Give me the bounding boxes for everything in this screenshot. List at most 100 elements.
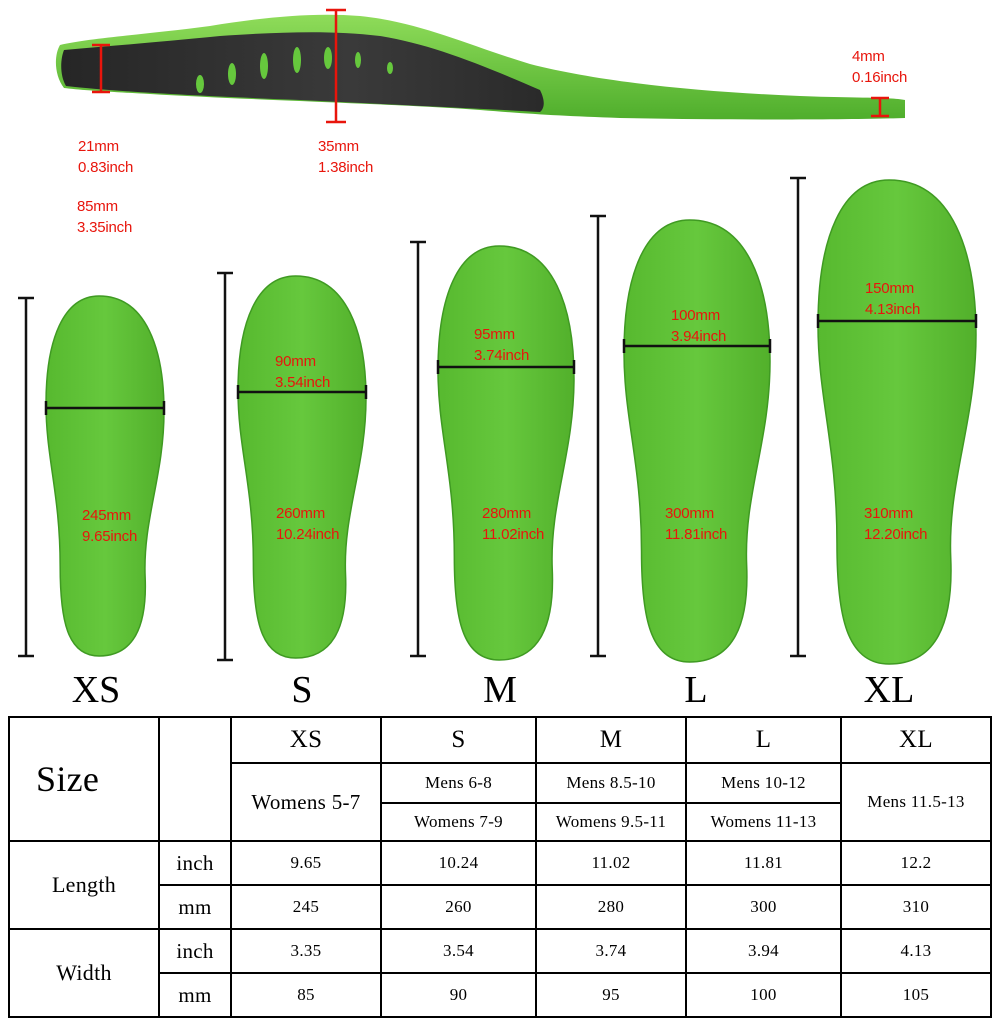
xs-length-label: 245mm 9.65inch	[82, 505, 137, 547]
length-bar-m	[410, 240, 426, 658]
arch-height-inch: 1.38inch	[318, 159, 374, 176]
xs-width-inch: 3.35inch	[77, 219, 133, 236]
length-bar-l	[590, 214, 606, 658]
s-width-label: 90mm 3.54inch	[275, 351, 330, 393]
heel-thickness-mm: 21mm	[78, 138, 119, 155]
xs-fit-cell: Womens 5-7	[230, 762, 382, 842]
header-m: M	[535, 716, 687, 764]
width-inch-xs: 3.35	[230, 928, 382, 974]
header-xl: XL	[840, 716, 992, 764]
l-womens-cell: Womens 11-13	[685, 802, 842, 842]
length-inch-s: 10.24	[380, 840, 537, 886]
xs-width-mm: 85mm	[77, 198, 118, 215]
table-row: Womens 5-7 Mens 6-8 Mens 8.5-10 Mens 10-…	[9, 762, 992, 842]
xl-length-label: 310mm 12.20inch	[864, 503, 927, 545]
size-letter-s: S	[291, 669, 313, 711]
xl-width-inch: 4.13inch	[865, 301, 921, 318]
heel-thickness-label: 21mm 0.83inch	[78, 136, 133, 178]
width-mm-xs: 85	[230, 972, 382, 1018]
l-length-label: 300mm 11.81inch	[665, 503, 727, 545]
header-l: L	[685, 716, 842, 764]
m-length-inch: 11.02inch	[482, 526, 545, 543]
length-inch-l: 11.81	[685, 840, 842, 886]
length-bar-xl	[790, 176, 806, 658]
length-inch-m: 11.02	[535, 840, 687, 886]
length-mm-s: 260	[380, 884, 537, 930]
width-bar-xl	[816, 314, 978, 328]
width-inch-m: 3.74	[535, 928, 687, 974]
l-width-inch: 3.94inch	[671, 328, 727, 345]
s-length-mm: 260mm	[276, 505, 326, 522]
insole-s	[217, 271, 368, 662]
length-mm-xl: 310	[840, 884, 992, 930]
insole-m-shape	[437, 245, 575, 661]
insole-xs-shape	[45, 295, 165, 657]
heel-thickness-inch: 0.83inch	[78, 159, 134, 176]
insole-xl-shape	[817, 179, 977, 665]
s-womens-cell: Womens 7-9	[380, 802, 537, 842]
width-inch-xl: 4.13	[840, 928, 992, 974]
m-length-label: 280mm 11.02inch	[482, 503, 544, 545]
insole-xs	[18, 295, 166, 658]
length-mm-m: 280	[535, 884, 687, 930]
table-row: mm 245 260 280 300 310	[9, 884, 992, 930]
width-inch-s: 3.54	[380, 928, 537, 974]
vent-holes	[196, 47, 393, 93]
xl-width-label: 150mm 4.13inch	[865, 278, 920, 320]
size-header-cell: Size	[8, 716, 160, 842]
width-mm-l: 100	[685, 972, 842, 1018]
thickness-markers	[92, 8, 889, 124]
width-inch-l: 3.94	[685, 928, 842, 974]
empty-header-cell	[158, 716, 232, 842]
m-womens-cell: Womens 9.5-11	[535, 802, 687, 842]
xs-width-label: 85mm 3.35inch	[77, 196, 132, 238]
header-xs: XS	[230, 716, 382, 764]
width-bar-l	[622, 339, 772, 353]
width-mm-s: 90	[380, 972, 537, 1018]
width-bar-s	[236, 385, 368, 399]
length-mm-unit: mm	[158, 884, 232, 930]
xl-fit-cell: Mens 11.5-13	[840, 762, 992, 842]
length-bar-s	[217, 271, 233, 662]
width-bar-m	[436, 360, 576, 374]
s-width-inch: 3.54inch	[275, 374, 331, 391]
insole-size-illustrations	[18, 176, 978, 665]
insole-s-shape	[237, 275, 367, 659]
arch-height-mm: 35mm	[318, 138, 359, 155]
size-letter-l: L	[684, 669, 708, 711]
length-inch-xl: 12.2	[840, 840, 992, 886]
l-mens-cell: Mens 10-12	[685, 762, 842, 804]
l-length-inch: 11.81inch	[665, 526, 728, 543]
length-label-cell: Length	[8, 840, 160, 930]
size-chart-table: Size XS S M L XL Womens 5-7 Mens 6-8 Men…	[8, 716, 992, 1018]
width-inch-unit: inch	[158, 928, 232, 974]
m-width-label: 95mm 3.74inch	[474, 324, 529, 366]
size-letter-xl: XL	[863, 669, 915, 711]
m-mens-cell: Mens 8.5-10	[535, 762, 687, 804]
toe-thickness-mm: 4mm	[852, 48, 885, 65]
header-s: S	[380, 716, 537, 764]
xs-length-mm: 245mm	[82, 507, 132, 524]
arch-height-label: 35mm 1.38inch	[318, 136, 373, 178]
length-inch-unit: inch	[158, 840, 232, 886]
insole-xl	[790, 176, 978, 665]
m-width-inch: 3.74inch	[474, 347, 530, 364]
size-letter-m: M	[483, 669, 517, 711]
l-length-mm: 300mm	[665, 505, 715, 522]
width-bar-xs	[44, 401, 166, 415]
l-width-label: 100mm 3.94inch	[671, 305, 726, 347]
m-length-mm: 280mm	[482, 505, 532, 522]
s-length-label: 260mm 10.24inch	[276, 503, 339, 545]
length-mm-xs: 245	[230, 884, 382, 930]
s-length-inch: 10.24inch	[276, 526, 340, 543]
side-profile-illustration	[55, 8, 905, 124]
size-letter-xs: XS	[71, 669, 121, 711]
xs-length-inch: 9.65inch	[82, 528, 138, 545]
table-row: Womens 7-9 Womens 9.5-11 Womens 11-13	[9, 802, 991, 842]
xl-width-mm: 150mm	[865, 280, 915, 297]
length-mm-l: 300	[685, 884, 842, 930]
table-row: Length inch 9.65 10.24 11.02 11.81 12.2	[8, 840, 992, 930]
s-mens-cell: Mens 6-8	[380, 762, 537, 804]
length-bar-xs	[18, 296, 34, 658]
l-width-mm: 100mm	[671, 307, 721, 324]
